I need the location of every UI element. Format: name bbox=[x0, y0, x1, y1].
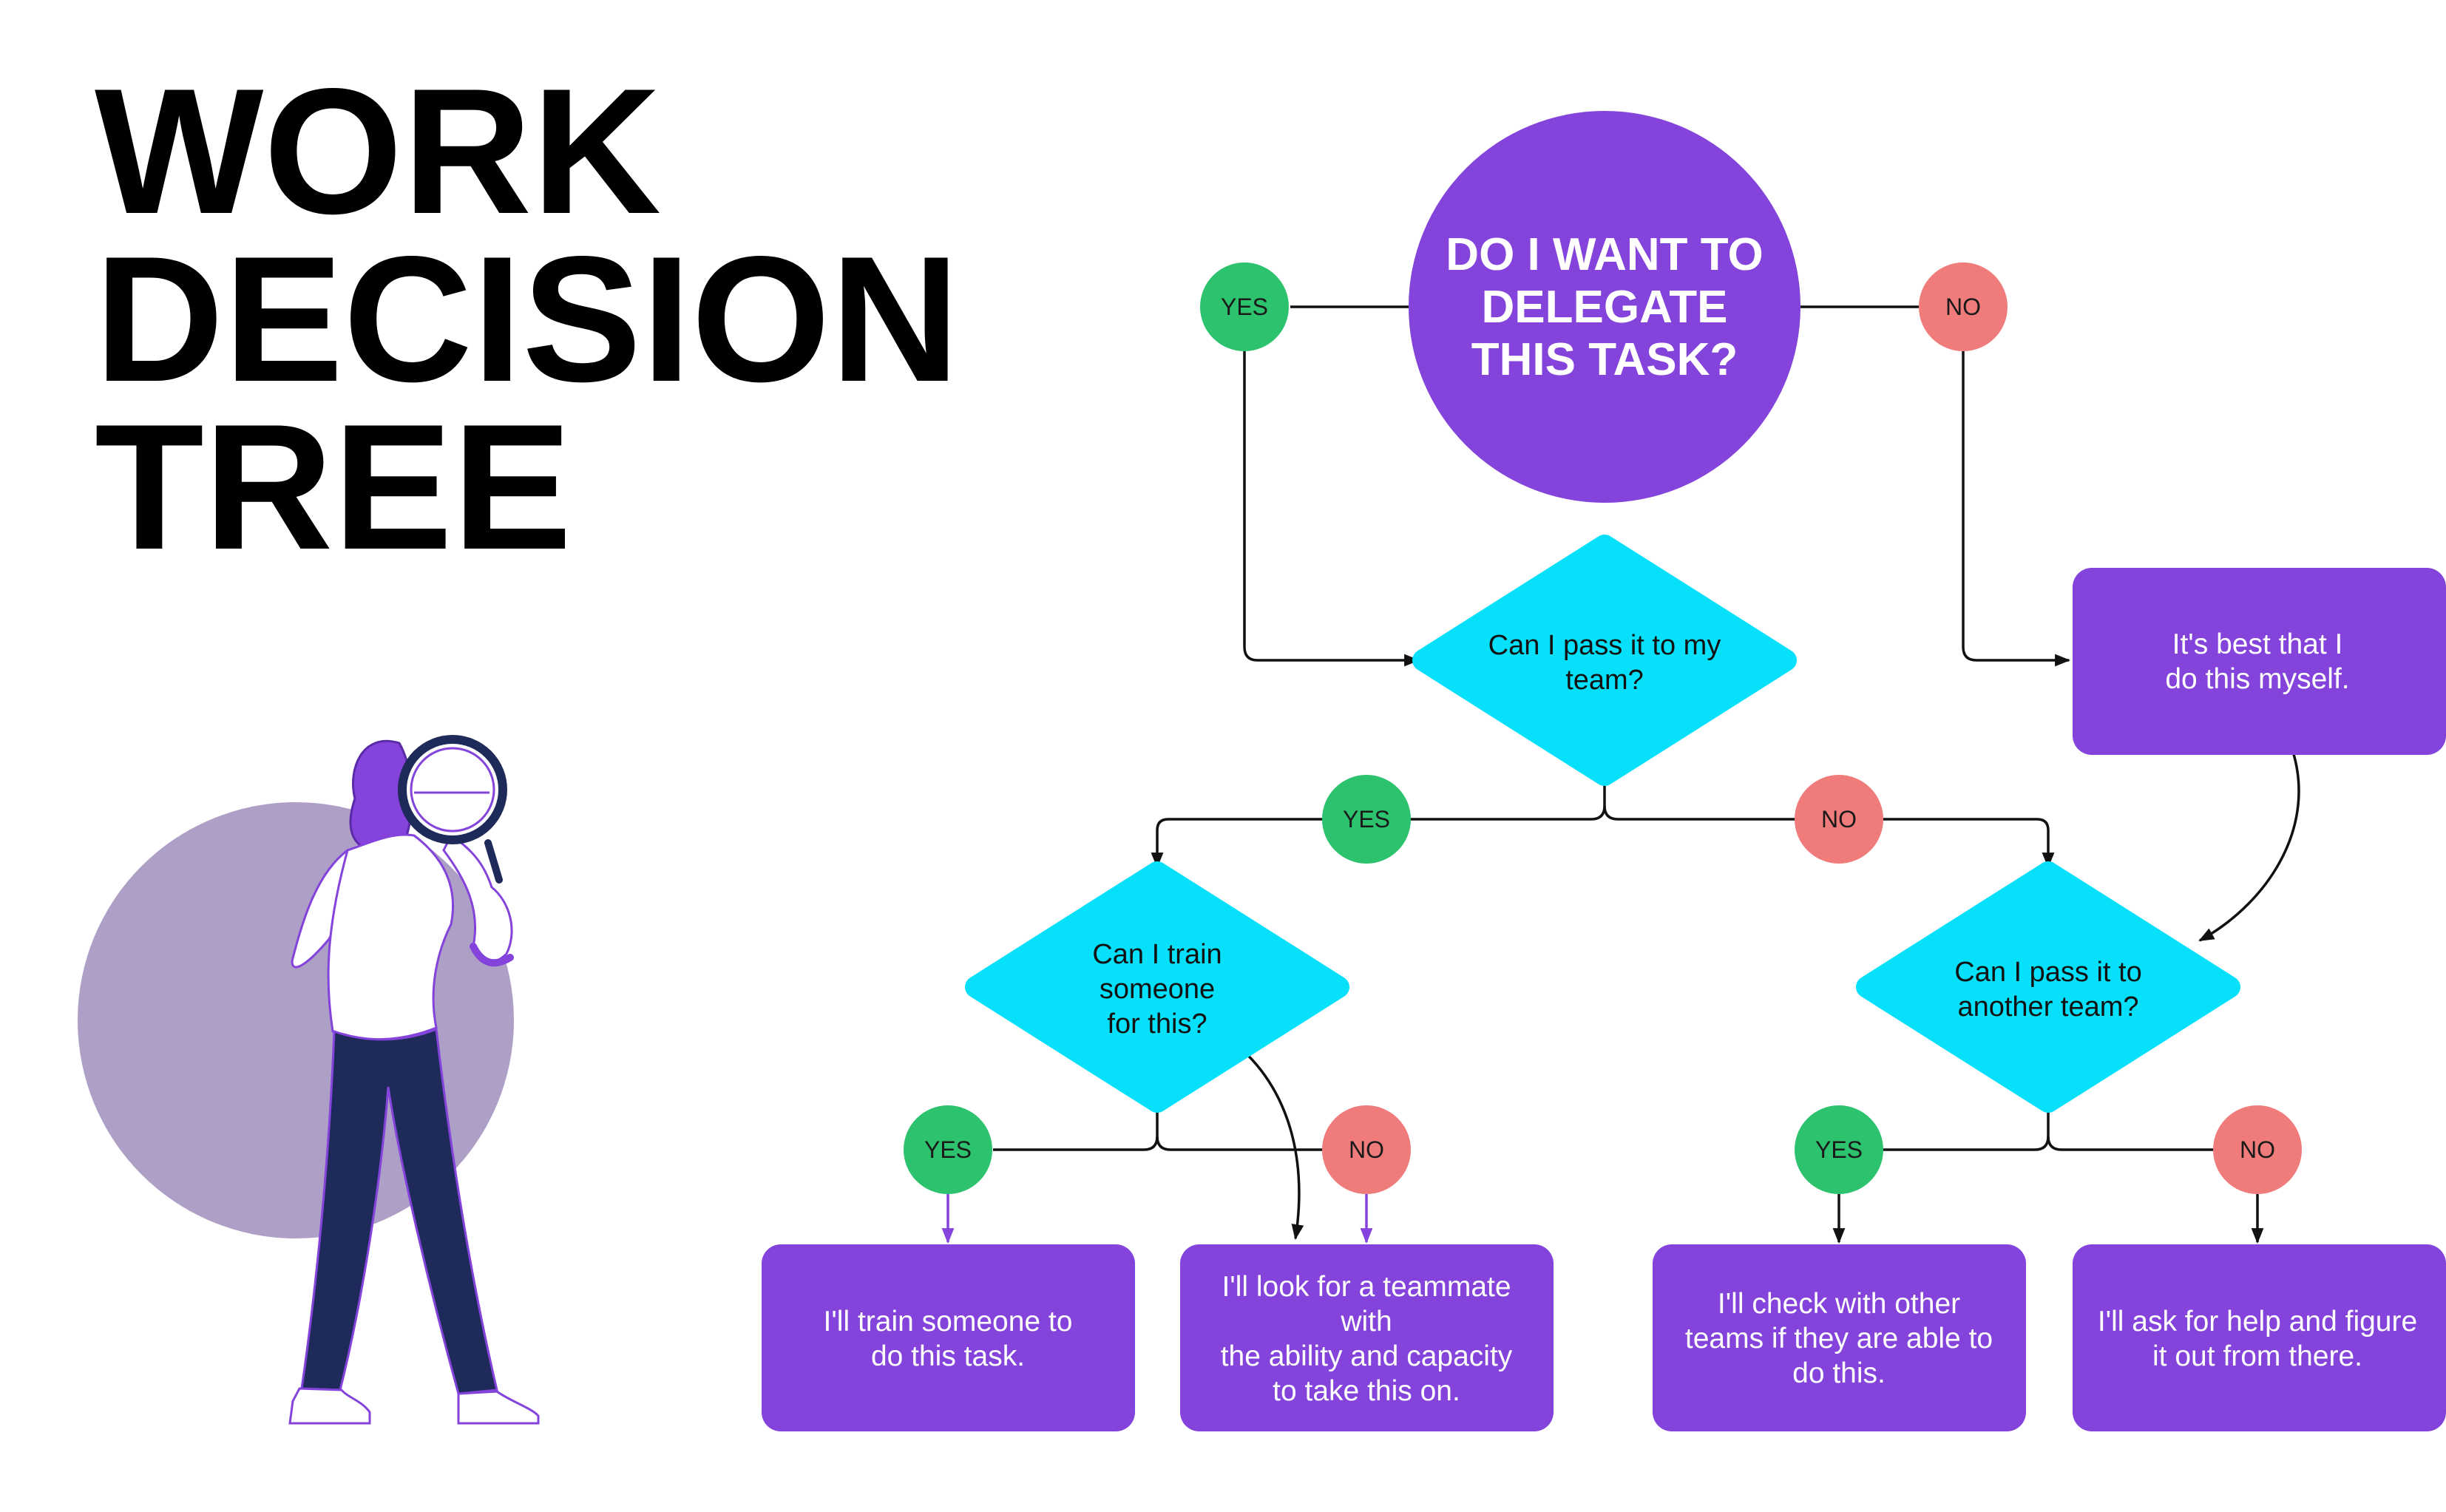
start-circle bbox=[1409, 111, 1800, 503]
glass-handle bbox=[484, 839, 503, 884]
badge-team-yes: YES bbox=[1322, 775, 1411, 864]
other-teams-line-2: teams if they are able to bbox=[1685, 1323, 1993, 1355]
train-line-2: someone bbox=[1100, 974, 1215, 1005]
badge-label: YES bbox=[924, 1136, 972, 1163]
title-line-1: WORK bbox=[95, 52, 661, 251]
badge-label: NO bbox=[1945, 294, 1981, 320]
teammate-line-4: to take this on. bbox=[1273, 1375, 1460, 1407]
start-question-node: DO I WANT TO DELEGATE THIS TASK? bbox=[1409, 111, 1800, 503]
badge-train-yes: YES bbox=[904, 1105, 992, 1194]
badge-label: NO bbox=[1349, 1136, 1384, 1163]
myself-line-1: It's best that I bbox=[2172, 628, 2343, 660]
badge-start-yes: YES bbox=[1200, 262, 1289, 351]
right-arm bbox=[442, 833, 513, 963]
shirt bbox=[327, 833, 455, 1041]
teammate-line-1: I'll look for a teammate bbox=[1222, 1271, 1511, 1303]
badge-label: YES bbox=[1343, 806, 1390, 833]
title-line-2: DECISION bbox=[95, 220, 960, 419]
title-line-3: TREE bbox=[95, 387, 572, 587]
page-title: WORK DECISION TREE bbox=[95, 52, 960, 587]
start-line-2: DELEGATE bbox=[1482, 282, 1728, 333]
train-line-1: Can I train bbox=[1092, 939, 1222, 970]
train-someone-line-1: I'll train someone to bbox=[824, 1306, 1073, 1338]
badge-team-no: NO bbox=[1795, 775, 1883, 864]
question-another-team: Can I pass it to another team? bbox=[1856, 861, 2240, 1113]
badge-label: YES bbox=[1221, 294, 1268, 320]
ask-help-line-2: it out from there. bbox=[2152, 1340, 2362, 1372]
another-team-line-2: another team? bbox=[1957, 991, 2138, 1023]
pass-team-line-1: Can I pass it to my bbox=[1488, 630, 1721, 661]
teammate-line-2: with bbox=[1340, 1306, 1392, 1338]
myself-line-2: do this myself. bbox=[2165, 663, 2349, 695]
start-line-3: THIS TASK? bbox=[1471, 334, 1738, 385]
outcome-other-teams: I'll check with other teams if they are … bbox=[1653, 1244, 2026, 1431]
teammate-line-3: the ability and capacity bbox=[1221, 1340, 1513, 1372]
pass-team-line-2: team? bbox=[1565, 665, 1644, 696]
question-pass-team: Can I pass it to my team? bbox=[1412, 535, 1797, 786]
left-shoe bbox=[288, 1387, 371, 1425]
cuff bbox=[470, 943, 514, 967]
badge-another-yes: YES bbox=[1795, 1105, 1883, 1194]
outcome-ask-help: I'll ask for help and figure it out from… bbox=[2073, 1244, 2446, 1431]
badge-train-no: NO bbox=[1322, 1105, 1411, 1194]
outcome-train-someone: I'll train someone to do this task. bbox=[762, 1244, 1135, 1431]
badge-label: NO bbox=[2240, 1136, 2275, 1163]
train-line-3: for this? bbox=[1107, 1008, 1207, 1040]
outcome-teammate: I'll look for a teammate with the abilit… bbox=[1180, 1244, 1554, 1431]
train-someone-line-2: do this task. bbox=[871, 1340, 1025, 1372]
other-teams-line-1: I'll check with other bbox=[1718, 1288, 1960, 1320]
glass-rim bbox=[410, 747, 495, 833]
outcome-myself: It's best that I do this myself. bbox=[2073, 568, 2446, 755]
badge-another-no: NO bbox=[2213, 1105, 2302, 1194]
other-teams-line-3: do this. bbox=[1792, 1357, 1886, 1389]
glass-lens bbox=[398, 735, 507, 844]
badge-label: NO bbox=[1821, 806, 1857, 833]
another-team-line-1: Can I pass it to bbox=[1954, 957, 2141, 988]
badge-start-no: NO bbox=[1919, 262, 2008, 351]
pants bbox=[300, 1027, 498, 1395]
question-train: Can I train someone for this? bbox=[965, 861, 1349, 1113]
start-line-1: DO I WANT TO bbox=[1446, 229, 1763, 280]
badge-label: YES bbox=[1815, 1136, 1863, 1163]
right-shoe bbox=[457, 1390, 540, 1425]
woman-with-magnifying-glass-icon bbox=[78, 735, 540, 1425]
ask-help-line-1: I'll ask for help and figure bbox=[2098, 1306, 2417, 1338]
